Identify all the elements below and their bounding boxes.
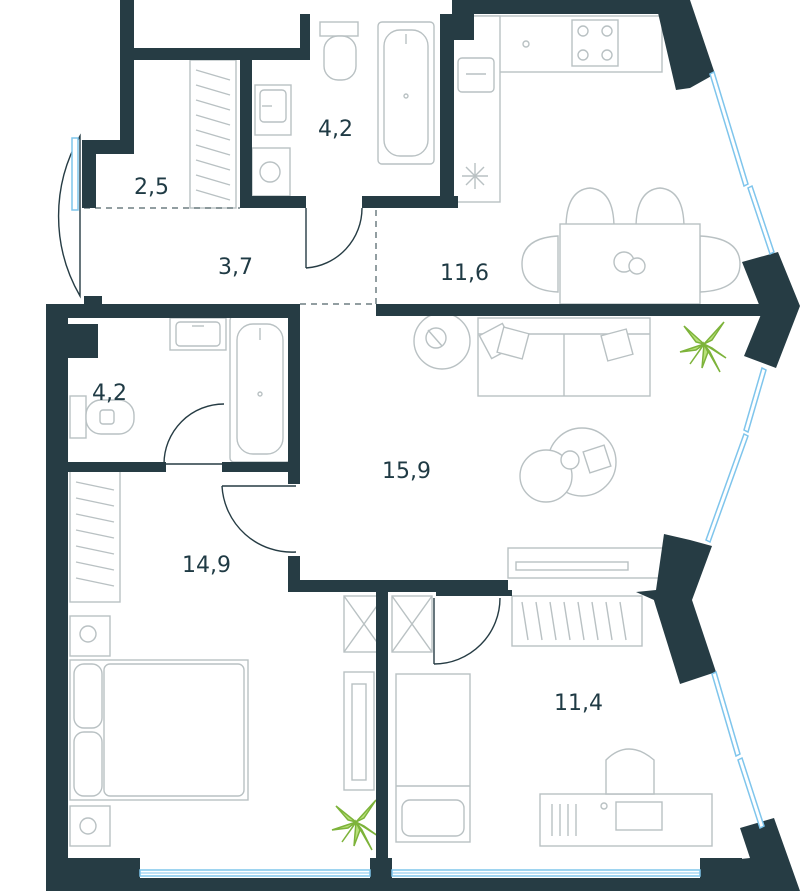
room-area-kitchen: 11,6	[440, 261, 489, 286]
wardrobe-small	[511, 595, 643, 647]
windows	[71, 70, 775, 877]
single-bed	[395, 673, 471, 843]
desk	[539, 748, 713, 847]
nightstands	[69, 615, 111, 847]
room-area-bath-top: 4,2	[318, 117, 353, 142]
toilet-top	[319, 21, 359, 81]
sofa	[477, 317, 651, 397]
plant-icon	[679, 321, 727, 373]
room-area-hall: 3,7	[218, 255, 253, 280]
kitchen-counter	[451, 15, 663, 203]
toilet-left	[69, 395, 135, 439]
bath-top-door[interactable]	[305, 207, 363, 269]
bathtub-top	[377, 21, 435, 165]
bedroom-small-door[interactable]	[433, 597, 501, 665]
walls	[46, 0, 800, 891]
sink-top	[254, 84, 292, 136]
dining-set	[521, 187, 741, 305]
zone-boundaries	[84, 207, 377, 305]
room-area-living: 15,9	[382, 459, 431, 484]
wardrobe-storage	[189, 59, 237, 209]
washing-machine	[251, 147, 291, 197]
bath-left-door[interactable]	[163, 403, 225, 465]
double-bed	[69, 659, 249, 801]
tv-stand	[507, 547, 671, 579]
bathtub-left	[229, 315, 291, 463]
room-area-bedroom-main: 14,9	[182, 553, 231, 578]
sink-left	[169, 317, 227, 351]
room-area-bath-left: 4,2	[92, 381, 127, 406]
room-area-storage: 2,5	[134, 175, 169, 200]
closet-doors	[343, 595, 433, 791]
armchair	[413, 312, 471, 370]
room-area-bedroom-small: 11,4	[554, 691, 603, 716]
coffee-tables	[519, 427, 617, 503]
room-labels: 2,5 4,2 3,7 11,6 4,2 15,9 14,9 11,4	[92, 117, 603, 716]
wardrobe-bedroom	[69, 469, 121, 603]
plant-icon	[331, 799, 379, 851]
fixtures	[69, 15, 741, 851]
bedroom-main-door[interactable]	[221, 485, 297, 553]
